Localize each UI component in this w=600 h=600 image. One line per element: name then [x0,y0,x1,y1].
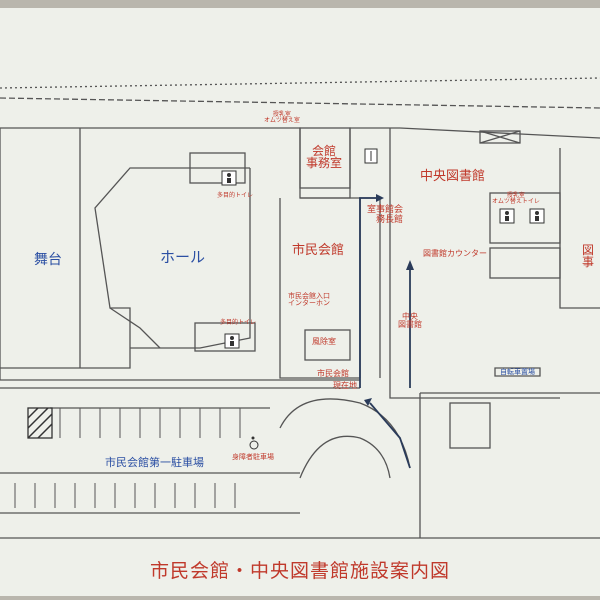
library-label: 中央図書館 [420,169,486,184]
civic-office-label: 会館 事務室 [306,144,343,170]
stage-label: 舞台 [34,252,62,268]
nursing-room-2-label: 授乳室 オムツ替えトイレ [492,192,540,205]
library-office-partial-label: 図 事 [582,243,595,269]
route-arrow-1 [359,197,380,388]
parking-1-label: 市民会館第一駐車場 [105,456,204,469]
map-title: 市民会館・中央図書館施設案内図 [149,560,450,582]
restroom-icon [221,170,237,186]
current-location-label: 現在地 [333,381,357,390]
restroom-icon [529,208,545,224]
library-entrance-label: 中央 図書館 [398,312,422,329]
toilet-multi-2-label: 多目的トイレ [220,319,257,326]
nursing-room-1-label: 授乳室 オムツ替え室 [264,111,300,124]
disabled-parking-label: 身障者駐車場 [232,453,274,461]
intercom-label: 市民会館入口 インターホン [288,292,330,307]
toilet-multi-1-label: 多目的トイレ [217,192,254,199]
civic-hall-label: 市民会館 [292,243,345,258]
elevator-icon [364,148,378,164]
restroom-icon [499,208,515,224]
floor-plan-drawing [0,77,600,539]
floor-map-board: 舞台 ホール 会館 事務室 市民会館 中央図書館 図 事 会館 館長 事務 室 … [0,8,600,596]
bicycle-parking-label: 自転車置場 [500,368,535,376]
library-counter-label: 図書館カウンター [423,249,487,258]
restroom-icon [224,333,240,349]
route-arrow-3 [369,402,411,469]
civic-ex-office-label: 会館 館長 事務 室 [365,204,402,224]
civic-entrance-label: 市民会館 [317,369,349,378]
wheelchair-icon [249,436,259,450]
hall-label: ホール [160,248,206,266]
hatched-area [27,407,53,439]
wind-room-label: 風除室 [312,337,336,346]
